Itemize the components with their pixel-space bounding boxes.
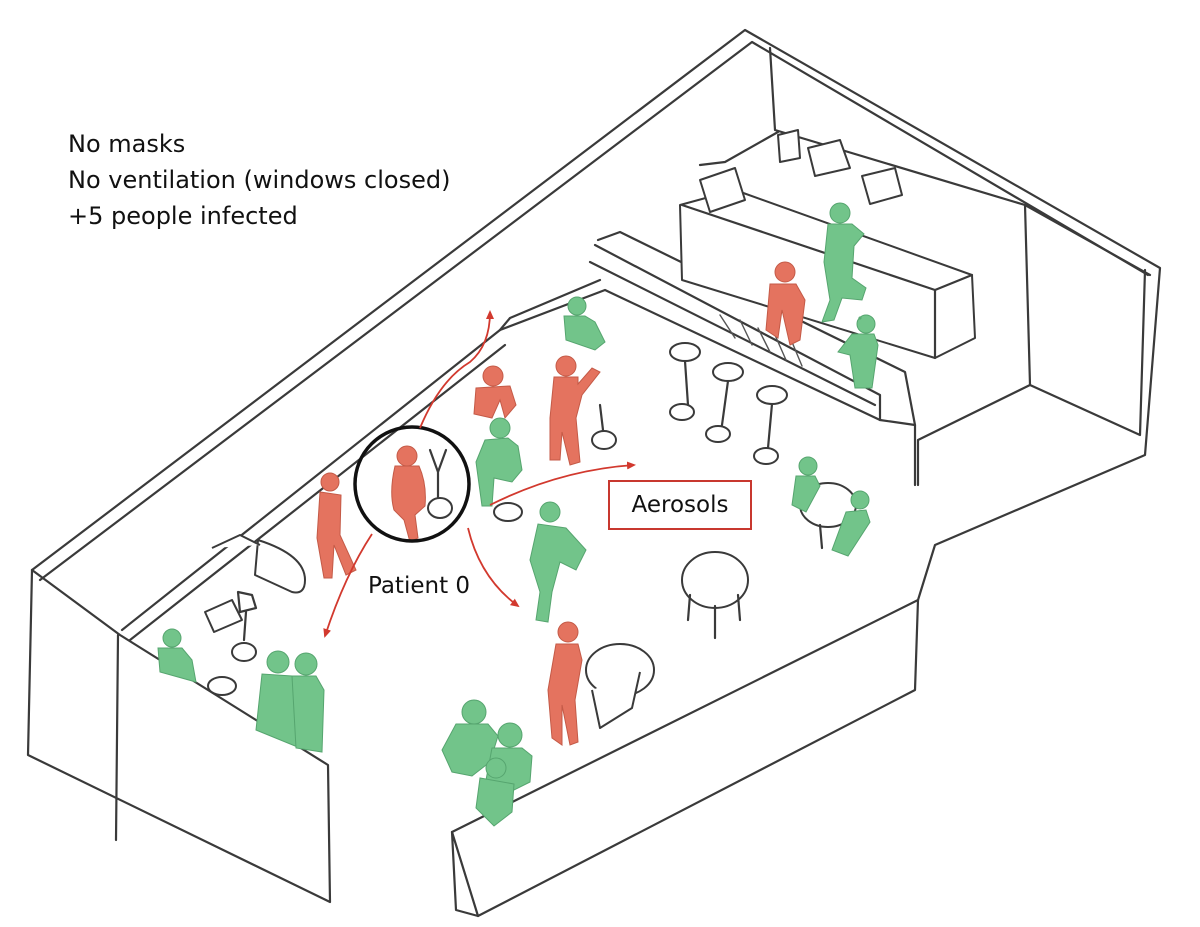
aerosols-label: Aerosols (631, 492, 729, 518)
scenario-notes: No masks No ventilation (windows closed)… (68, 126, 450, 234)
healthy-person-8 (157, 628, 197, 683)
aerosol-arrows (323, 310, 636, 638)
note-no-ventilation: No ventilation (windows closed) (68, 166, 451, 194)
healthy-person-5 (837, 314, 879, 389)
patient-zero-figure (391, 445, 426, 543)
healthy-person-1 (563, 296, 606, 351)
partition-wall (120, 230, 917, 642)
furniture (204, 342, 857, 729)
aerosol-arrow-down-right (467, 527, 520, 608)
infected-person-1 (316, 472, 357, 579)
healthy-person-10 (291, 652, 325, 753)
patient-zero-label: Patient 0 (368, 573, 471, 599)
aerosol-arrow-up (419, 310, 494, 429)
healthy-person-14 (858, 316, 862, 320)
infected-person-2 (473, 365, 517, 420)
healthy-people (157, 202, 879, 827)
healthy-person-11 (441, 699, 499, 777)
infected-person-5 (547, 621, 583, 746)
healthy-person-4 (821, 202, 867, 323)
aerosols-label-box: Aerosols (608, 480, 752, 530)
healthy-person-2 (475, 417, 523, 507)
aerosol-arrow-right (489, 461, 636, 506)
note-infected-count: +5 people infected (68, 202, 298, 230)
patient-zero-circle (353, 425, 471, 543)
building-walls (26, 28, 1162, 918)
infected-person-4 (765, 261, 806, 346)
aerosol-arrow-down-left (323, 533, 373, 638)
healthy-person-6 (791, 456, 821, 513)
infected-person-3 (549, 355, 601, 466)
healthy-person-13 (475, 757, 515, 827)
healthy-person-3 (529, 501, 587, 623)
healthy-person-7 (831, 490, 871, 557)
note-no-masks: No masks (68, 130, 186, 158)
infected-people (316, 261, 806, 746)
